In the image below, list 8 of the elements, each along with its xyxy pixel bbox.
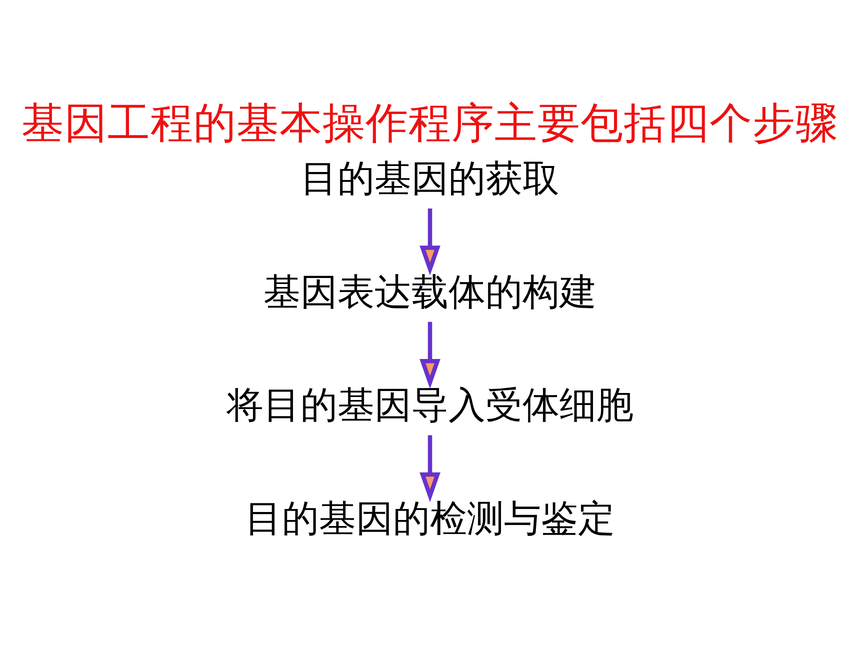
diagram-title: 基因工程的基本操作程序主要包括四个步骤 xyxy=(22,98,838,148)
arrow xyxy=(420,434,440,502)
node-text: 将目的基因导入受体细胞 xyxy=(226,383,634,426)
node-text: 目的基因的获取 xyxy=(300,156,560,200)
arrow xyxy=(420,208,440,275)
node-text: 基因表达载体的构建 xyxy=(264,270,596,313)
node-text: 目的基因的检测与鉴定 xyxy=(245,496,615,540)
arrow xyxy=(420,321,440,388)
